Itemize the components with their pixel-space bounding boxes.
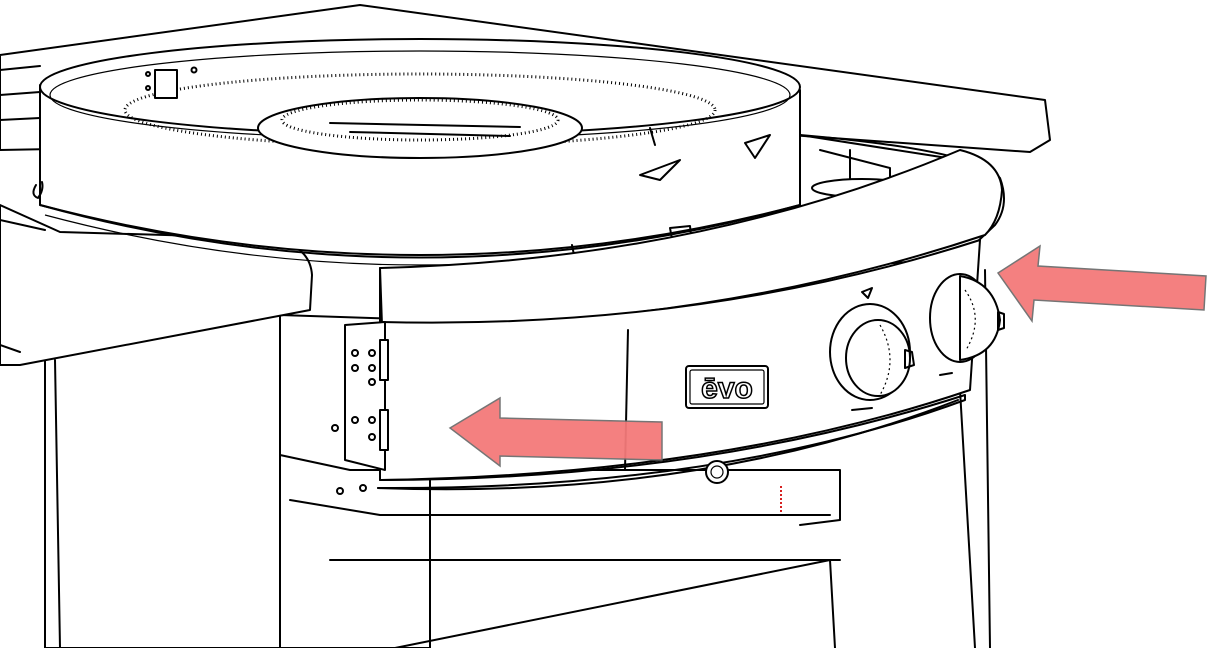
arrow-center-pointing-left bbox=[448, 396, 663, 468]
control-knob-2 bbox=[929, 273, 1005, 376]
cooktop-drum bbox=[32, 38, 801, 266]
igniter-button bbox=[705, 460, 729, 484]
brand-logo: ēvo bbox=[685, 365, 769, 409]
arrow-right-pointing-left bbox=[996, 244, 1207, 324]
control-knob-1 bbox=[829, 303, 915, 411]
brand-logo-text: ēvo bbox=[701, 372, 753, 405]
